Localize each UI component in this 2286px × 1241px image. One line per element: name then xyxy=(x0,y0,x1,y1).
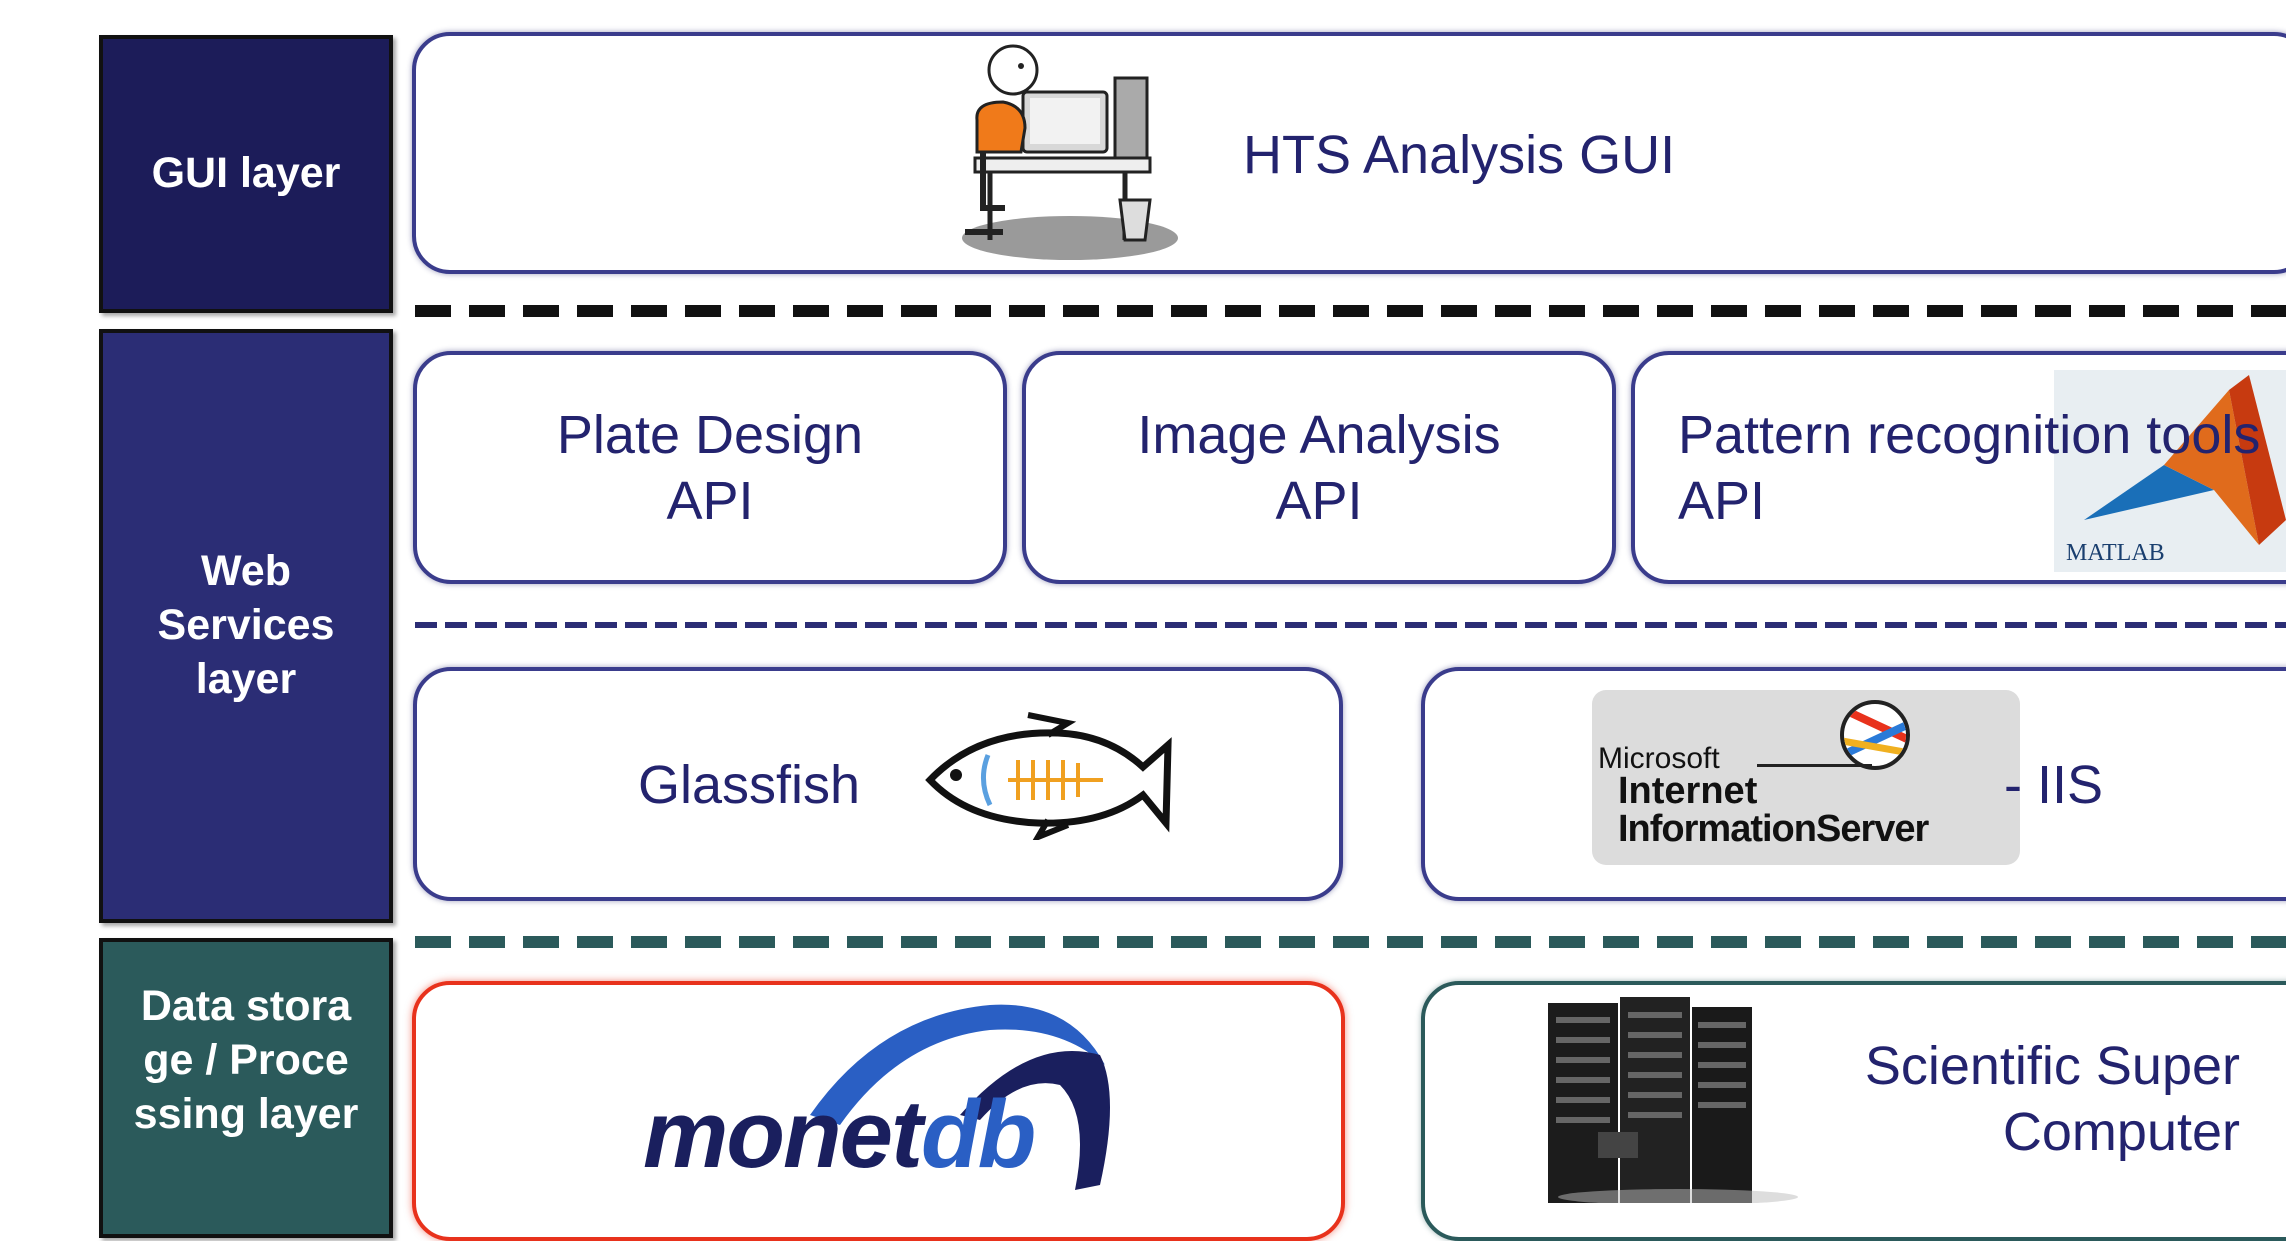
hts-analysis-gui-box xyxy=(412,32,2286,274)
web-services-layer-label: Web Services layer xyxy=(99,329,393,923)
iis-logo-connector xyxy=(1757,764,1872,767)
iis-label: - IIS xyxy=(2004,755,2104,815)
supercomputer-line1: Scientific Super xyxy=(1864,1036,2240,1096)
iis-logo-line1: Internet xyxy=(1618,770,1758,812)
iis-logo: Microsoft Internet InformationServer xyxy=(1592,690,2020,865)
matlab-logo: MATLAB xyxy=(2054,370,2286,572)
person-at-computer-icon xyxy=(962,44,1178,260)
monetdb-logo-text: monetdb xyxy=(643,1080,1036,1190)
server-rack-icon xyxy=(1548,997,1798,1203)
data-storage-layer-text: Data storage / Processing layer xyxy=(133,982,359,1138)
pattern-recognition-api-line2: API xyxy=(1678,471,1766,532)
supercomputer-label: Scientific Super Computer xyxy=(1800,1033,2240,1166)
monetdb-logo-part2: db xyxy=(921,1081,1036,1188)
supercomputer-line2: Computer xyxy=(2002,1102,2240,1163)
image-analysis-api-label: Image Analysis API xyxy=(1022,402,1616,535)
plate-design-api-line1: Plate Design xyxy=(556,405,864,465)
plate-design-api-box xyxy=(413,351,1007,584)
monetdb-logo-part1: monet xyxy=(643,1081,923,1188)
web-services-separator xyxy=(415,622,2286,628)
glassfish-logo xyxy=(925,712,1172,840)
iis-logo-microsoft: Microsoft xyxy=(1598,742,1720,775)
image-analysis-api-line2: API xyxy=(1275,471,1363,532)
plate-design-api-label: Plate Design API xyxy=(413,402,1007,535)
web-services-layer-text: Web Services layer xyxy=(157,547,335,703)
data-storage-layer-label: Data storage / Processing layer xyxy=(99,938,393,1238)
gui-separator xyxy=(415,305,2286,317)
monetdb-box xyxy=(412,981,1345,1241)
pattern-recognition-api-label: Pattern recognition tools API xyxy=(1678,402,2260,535)
data-storage-separator xyxy=(415,936,2286,948)
pattern-recognition-api-line1: Pattern recognition tools xyxy=(1678,405,2261,465)
gui-layer-text: GUI layer xyxy=(151,149,341,198)
image-analysis-api-line1: Image Analysis xyxy=(1137,405,1501,465)
monetdb-logo-swoosh xyxy=(810,1004,1110,1190)
matlab-logo-text: MATLAB xyxy=(2066,540,2165,566)
image-analysis-api-box xyxy=(1022,351,1616,584)
hts-analysis-gui-title: HTS Analysis GUI xyxy=(1243,125,1676,185)
plate-design-api-line2: API xyxy=(666,471,754,532)
iis-logo-globe-icon xyxy=(1840,700,1910,770)
glassfish-label: Glassfish xyxy=(638,755,861,815)
glassfish-box xyxy=(413,667,1343,901)
iis-logo-line2: InformationServer xyxy=(1618,808,1929,850)
gui-layer-label: GUI layer xyxy=(99,35,393,313)
